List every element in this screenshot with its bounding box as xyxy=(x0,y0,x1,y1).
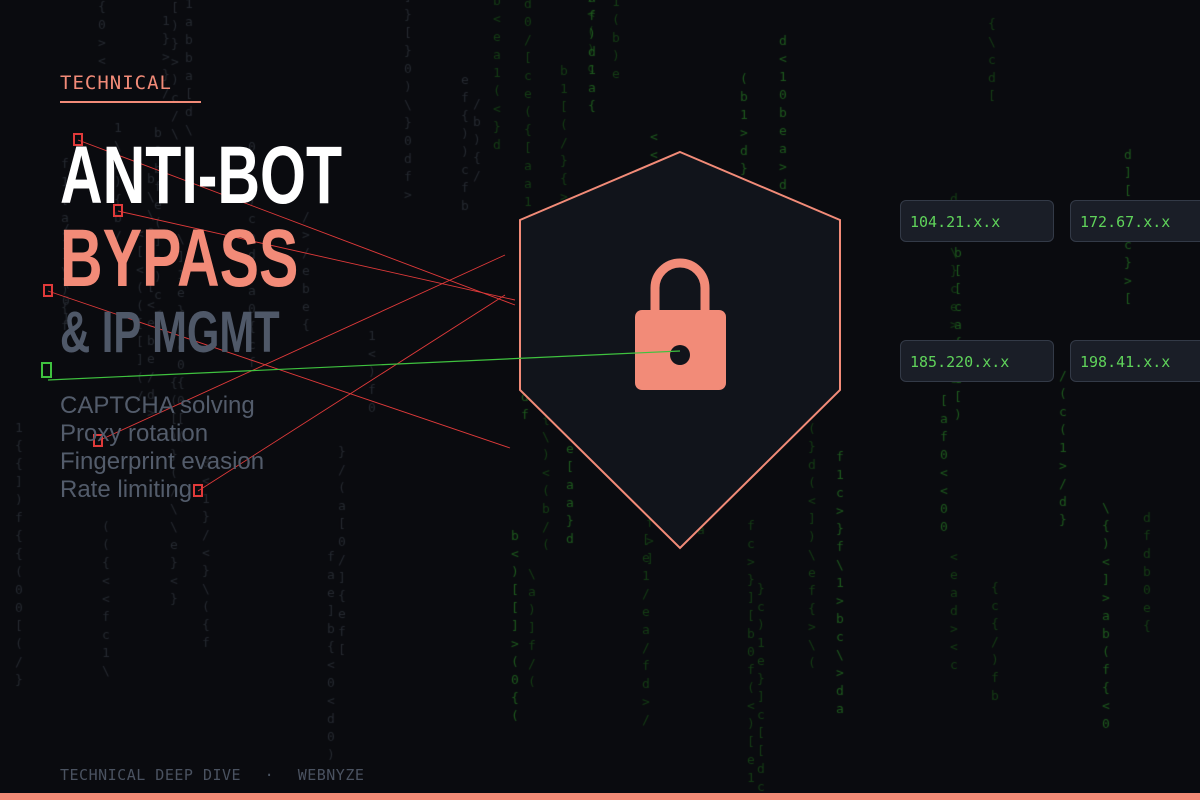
blocked-request-node xyxy=(93,434,103,447)
proxy-ip-card: 172.67.x.x xyxy=(1070,200,1200,242)
blocked-request-line xyxy=(117,210,516,301)
allowed-request-line xyxy=(47,350,681,381)
blocked-request-node xyxy=(193,484,203,497)
tag-underline xyxy=(60,101,201,103)
title-line-2: BYPASS xyxy=(60,213,299,304)
feature-item: Fingerprint evasion xyxy=(60,448,265,475)
title-line-1: ANTI-BOT xyxy=(60,130,343,221)
feature-list: CAPTCHA solving Proxy rotation Fingerpri… xyxy=(60,392,264,504)
blocked-request-line xyxy=(77,139,516,306)
footer-label: TECHNICAL DEEP DIVE xyxy=(60,766,242,784)
accent-bottom-bar xyxy=(0,793,1200,800)
feature-item: Proxy rotation xyxy=(60,420,209,447)
blocked-request-node xyxy=(43,284,53,297)
blocked-request-node xyxy=(113,204,123,217)
padlock-icon xyxy=(635,258,726,390)
proxy-ip-card: 185.220.x.x xyxy=(900,340,1054,382)
allowed-request-node xyxy=(41,362,52,378)
blocked-request-line xyxy=(197,294,506,492)
proxy-ip-card: 198.41.x.x xyxy=(1070,340,1200,382)
feature-item: Rate limiting xyxy=(60,476,193,503)
title-line-3: & IP MGMT xyxy=(60,300,280,365)
proxy-ip-card: 104.21.x.x xyxy=(900,200,1054,242)
category-tag: TECHNICAL xyxy=(60,72,172,94)
feature-item: CAPTCHA solving xyxy=(60,392,255,419)
blocked-request-node xyxy=(73,133,83,146)
footer-brand: WEBNYZE xyxy=(297,766,365,784)
footer-byline: TECHNICAL DEEP DIVE · WEBNYZE xyxy=(60,766,364,784)
blocked-request-line xyxy=(97,254,506,442)
footer-separator: · xyxy=(264,766,275,784)
